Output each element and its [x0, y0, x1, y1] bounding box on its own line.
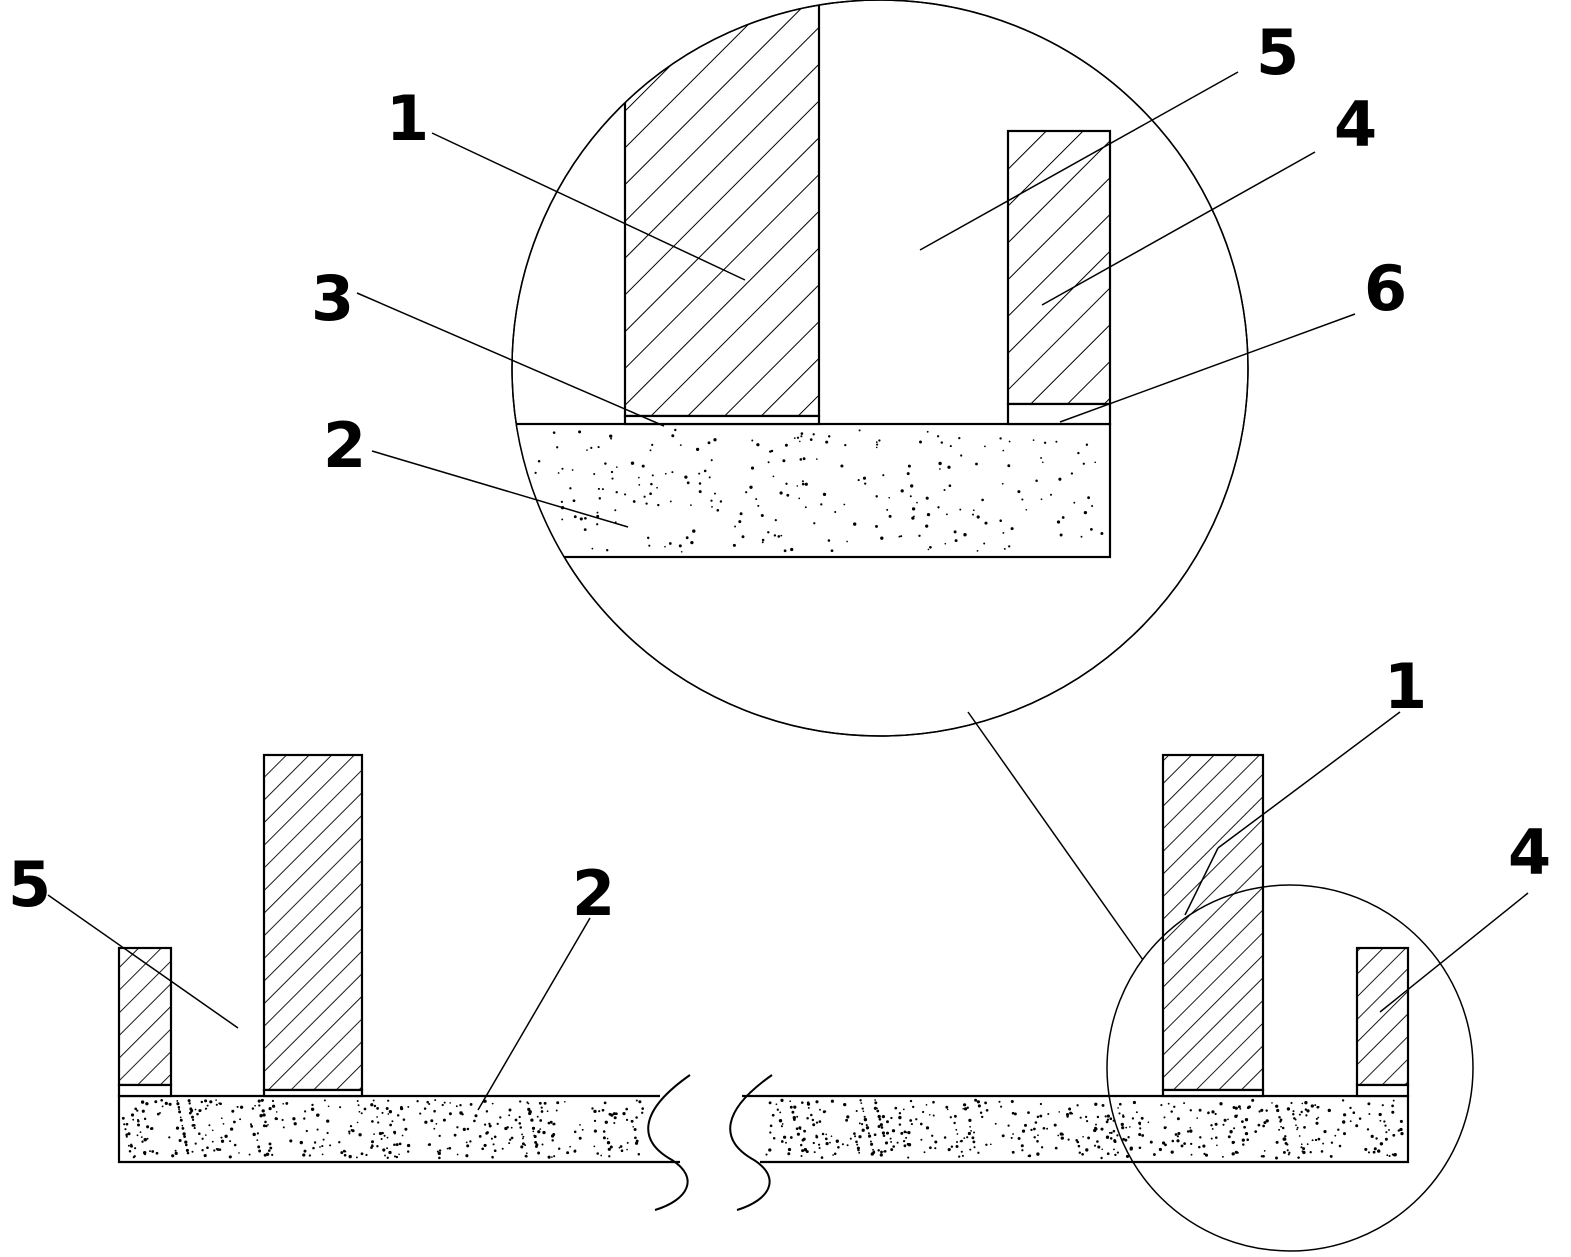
label-detail-3: 3	[311, 262, 354, 335]
detail-column-4	[1006, 129, 1112, 406]
detail-substrate	[512, 422, 1112, 559]
detail-circle	[511, 0, 1249, 737]
detail-substrate-texture	[534, 428, 1104, 553]
leader-main-2	[477, 917, 591, 1111]
leader-detail-3	[356, 292, 665, 427]
break-line-left	[647, 1074, 691, 1211]
label-main-2: 2	[572, 857, 615, 930]
main-substrate-texture	[121, 1098, 1404, 1160]
label-detail-4: 4	[1334, 88, 1377, 161]
label-main-4: 4	[1508, 816, 1551, 889]
leader-detail-1	[431, 132, 746, 281]
leader-detail-2	[371, 450, 629, 528]
main-short-column-right	[1355, 946, 1410, 1087]
leader-detail-5	[919, 71, 1239, 251]
main-substrate-left	[119, 1096, 680, 1163]
detail-column-1	[623, 0, 821, 418]
main-short-column-left	[117, 946, 173, 1087]
leader-main-5	[47, 894, 239, 1029]
leader-main-1b	[1184, 847, 1219, 916]
main-substrate-right	[739, 1096, 1408, 1162]
detail-view: 1 3 2 5 4 6	[311, 0, 1407, 737]
label-main-5: 5	[8, 848, 51, 921]
label-detail-6: 6	[1364, 252, 1407, 325]
label-detail-5: 5	[1256, 16, 1299, 89]
detail-layer-3	[623, 414, 821, 426]
magnify-circle	[1106, 884, 1474, 1252]
label-main-1: 1	[1384, 650, 1427, 723]
label-detail-2: 2	[323, 409, 366, 482]
leader-detail-4	[1041, 151, 1316, 306]
label-detail-1: 1	[386, 82, 429, 155]
leader-detail-6	[1059, 313, 1356, 423]
main-tall-column-left	[262, 753, 364, 1092]
leader-main-1a	[1217, 711, 1401, 849]
detail-layer-6	[1006, 402, 1112, 426]
main-view: 5 2 1 4	[8, 650, 1551, 1252]
detail-connector-line	[967, 711, 1144, 961]
leader-main-4	[1379, 892, 1529, 1013]
break-line-right	[729, 1074, 773, 1211]
